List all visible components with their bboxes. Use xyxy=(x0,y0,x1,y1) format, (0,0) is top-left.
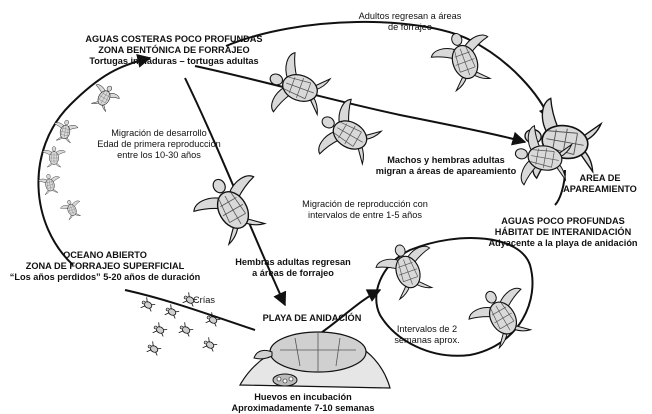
adults-return-line2: de forrajeo xyxy=(335,22,485,33)
repro-line1: Migración de reproducción con xyxy=(280,199,450,210)
open-ocean-line3: “Los años perdidos” 5-20 años de duració… xyxy=(0,272,210,283)
label-eggs-incubation: Huevos en incubación Aproximadamente 7-1… xyxy=(218,392,388,414)
eggs-line1: Huevos en incubación xyxy=(218,392,388,403)
coastal-line1: AGUAS COSTERAS POCO PROFUNDAS xyxy=(68,34,280,45)
turtle-internesting-1 xyxy=(371,235,442,303)
mating-area-line1: AREA DE xyxy=(560,173,640,184)
adults-return-line1: Adultos regresan a áreas xyxy=(335,11,485,22)
mating-migration-line2: migran a áreas de apareamiento xyxy=(366,166,526,177)
open-ocean-line2: ZONA DE FORRAJEO SUPERFICIAL xyxy=(0,261,210,272)
eggs-line2: Aproximadamente 7-10 semanas xyxy=(218,403,388,414)
internesting-line1: AGUAS POCO PROFUNDAS xyxy=(478,216,648,227)
females-return-line2: a áreas de forrajeo xyxy=(228,268,358,279)
label-adults-return: Adultos regresan a áreas de forrajeo xyxy=(335,11,485,33)
coastal-line2: ZONA BENTÓNICA DE FORRAJEO xyxy=(68,45,280,56)
intervals-line2: semanas aprox. xyxy=(382,335,472,346)
intervals-line1: Intervalos de 2 xyxy=(382,324,472,335)
development-line1: Migración de desarrollo xyxy=(75,128,243,139)
development-line2: Edad de primera reproducción xyxy=(75,139,243,150)
label-hatchlings: Crías xyxy=(184,295,224,306)
nesting-beach-illustration xyxy=(240,332,390,388)
label-nesting-beach: PLAYA DE ANIDACIÓN xyxy=(252,313,372,324)
mating-migration-line1: Machos y hembras adultas xyxy=(366,155,526,166)
females-return-line1: Hembras adultas regresan xyxy=(228,257,358,268)
label-reproduction-migration: Migración de reproducción con intervalos… xyxy=(280,199,450,221)
development-line3: entre los 10-30 años xyxy=(75,150,243,161)
open-ocean-line1: OCEANO ABIERTO xyxy=(0,250,210,261)
label-two-week-intervals: Intervalos de 2 semanas aprox. xyxy=(382,324,472,346)
label-mating-migration: Machos y hembras adultas migran a áreas … xyxy=(366,155,526,177)
turtle-adult-top xyxy=(427,24,502,95)
label-mating-area: AREA DE APAREAMIENTO xyxy=(560,173,640,195)
hatchlings-text: Crías xyxy=(184,295,224,306)
repro-line2: intervalos de entre 1-5 años xyxy=(280,210,450,221)
nesting-beach-text: PLAYA DE ANIDACIÓN xyxy=(252,313,372,324)
label-open-ocean: OCEANO ABIERTO ZONA DE FORRAJEO SUPERFIC… xyxy=(0,250,210,283)
label-females-return: Hembras adultas regresan a áreas de forr… xyxy=(228,257,358,279)
label-coastal-waters: AGUAS COSTERAS POCO PROFUNDAS ZONA BENTÓ… xyxy=(68,34,280,67)
migration-paths xyxy=(38,22,565,356)
coastal-line3: Tortugas inmaduras – tortugas adultas xyxy=(68,56,280,67)
turtle-internesting-2 xyxy=(462,277,541,354)
label-internesting-habitat: AGUAS POCO PROFUNDAS HÁBITAT DE INTERANI… xyxy=(478,216,648,249)
internesting-line3: Adyacente a la playa de anidación xyxy=(478,238,648,249)
turtle-female-return xyxy=(186,163,277,251)
label-development-migration: Migración de desarrollo Edad de primera … xyxy=(75,128,243,161)
mating-area-line2: APAREAMIENTO xyxy=(560,184,640,195)
internesting-line2: HÁBITAT DE INTERANIDACIÓN xyxy=(478,227,648,238)
